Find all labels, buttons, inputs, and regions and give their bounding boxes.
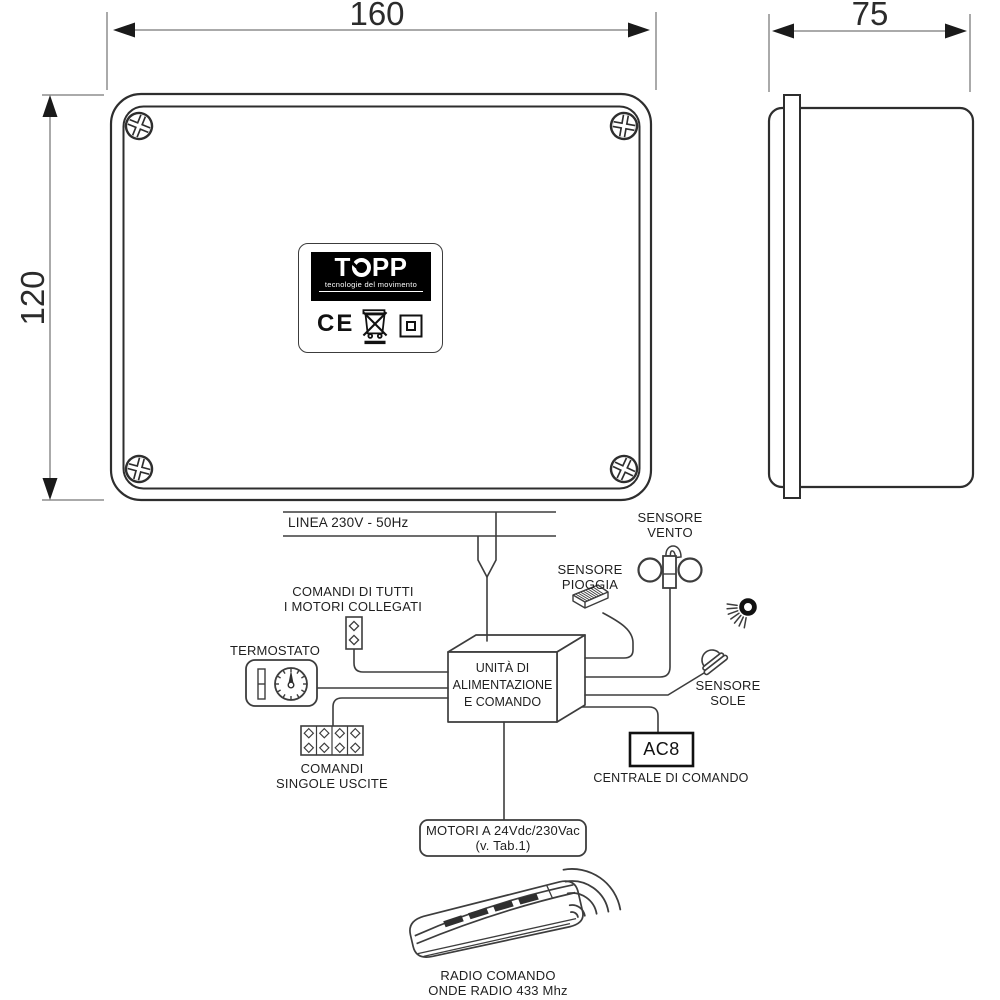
tagline-rule — [319, 290, 423, 292]
wire-wind-sensor — [584, 587, 671, 678]
dim-depth-value: 75 — [851, 0, 889, 32]
wire-rain-sensor — [584, 612, 634, 659]
side-view-box — [767, 94, 975, 499]
wind-sensor-anemometer-icon — [637, 545, 703, 589]
motor-commands-connector-icon — [345, 616, 363, 650]
wind-sensor-label: SENSORE VENTO — [637, 510, 703, 540]
dimension-75 — [768, 14, 971, 92]
wire-outputs — [332, 697, 449, 727]
ac8-caption: CENTRALE DI COMANDO — [593, 771, 749, 785]
power-line — [283, 511, 556, 537]
ac8-box — [628, 731, 695, 768]
wire-motor-commands — [353, 648, 449, 673]
wires — [316, 576, 705, 821]
sun-sensor-dome-icon — [701, 649, 729, 676]
thermostat-label: TERMOSTATO — [229, 643, 321, 658]
brand-letter-t: T — [334, 252, 351, 282]
motors-box-label: MOTORI A 24Vdc/230Vac (v. Tab.1) — [425, 823, 581, 853]
dimension-120 — [42, 94, 104, 501]
wire-sun-sensor — [584, 672, 705, 696]
radio-remote-icon — [409, 880, 584, 958]
all-motors-commands-label: COMANDI DI TUTTI I MOTORI COLLEGATI — [283, 584, 423, 614]
circular-arrow-o-icon — [351, 258, 371, 277]
crossed-out-bin-weee-icon — [362, 309, 388, 345]
dim-height-value: 120 — [14, 270, 51, 326]
sun-icon — [726, 598, 757, 629]
ac8-label: AC8 — [643, 739, 680, 759]
thermostat-dial-icon — [245, 659, 318, 707]
dimension-160 — [106, 12, 657, 90]
phillips-screw-icon — [609, 111, 639, 141]
motori-box — [419, 819, 587, 857]
double-square-insulation-icon — [399, 314, 423, 338]
phillips-screw-icon — [124, 111, 154, 141]
phillips-screw-icon — [124, 454, 154, 484]
radio-remote-label: RADIO COMANDO ONDE RADIO 433 Mhz — [428, 968, 568, 998]
dim-width-value: 160 — [349, 0, 405, 32]
rating-plate: T PP tecnologie del movimento CE — [298, 243, 443, 353]
screw-icons — [124, 111, 639, 484]
phillips-screw-icon — [609, 454, 639, 484]
rain-sensor-label: SENSORE PIOGGIA — [557, 562, 623, 592]
brand-logo: T PP tecnologie del movimento — [311, 252, 431, 301]
wire-ac8 — [581, 706, 659, 734]
ce-mark: CE — [317, 310, 355, 337]
radio-waves-icon — [562, 868, 622, 918]
plug-connector — [477, 512, 497, 579]
outputs-connector-strip-icon — [300, 725, 364, 756]
rain-sensor-icon — [572, 584, 609, 609]
power-control-unit-box — [447, 634, 586, 723]
sun-sensor-label: SENSORE SOLE — [695, 678, 761, 708]
power-control-unit-label: UNITÀ DI ALIMENTAZIONE E COMANDO — [452, 661, 553, 709]
brand-tagline: tecnologie del movimento — [324, 280, 418, 289]
single-outputs-label: COMANDI SINGOLE USCITE — [276, 761, 388, 791]
mains-line-label: LINEA 230V - 50Hz — [288, 515, 409, 530]
brand-letters-pp: PP — [371, 252, 408, 282]
